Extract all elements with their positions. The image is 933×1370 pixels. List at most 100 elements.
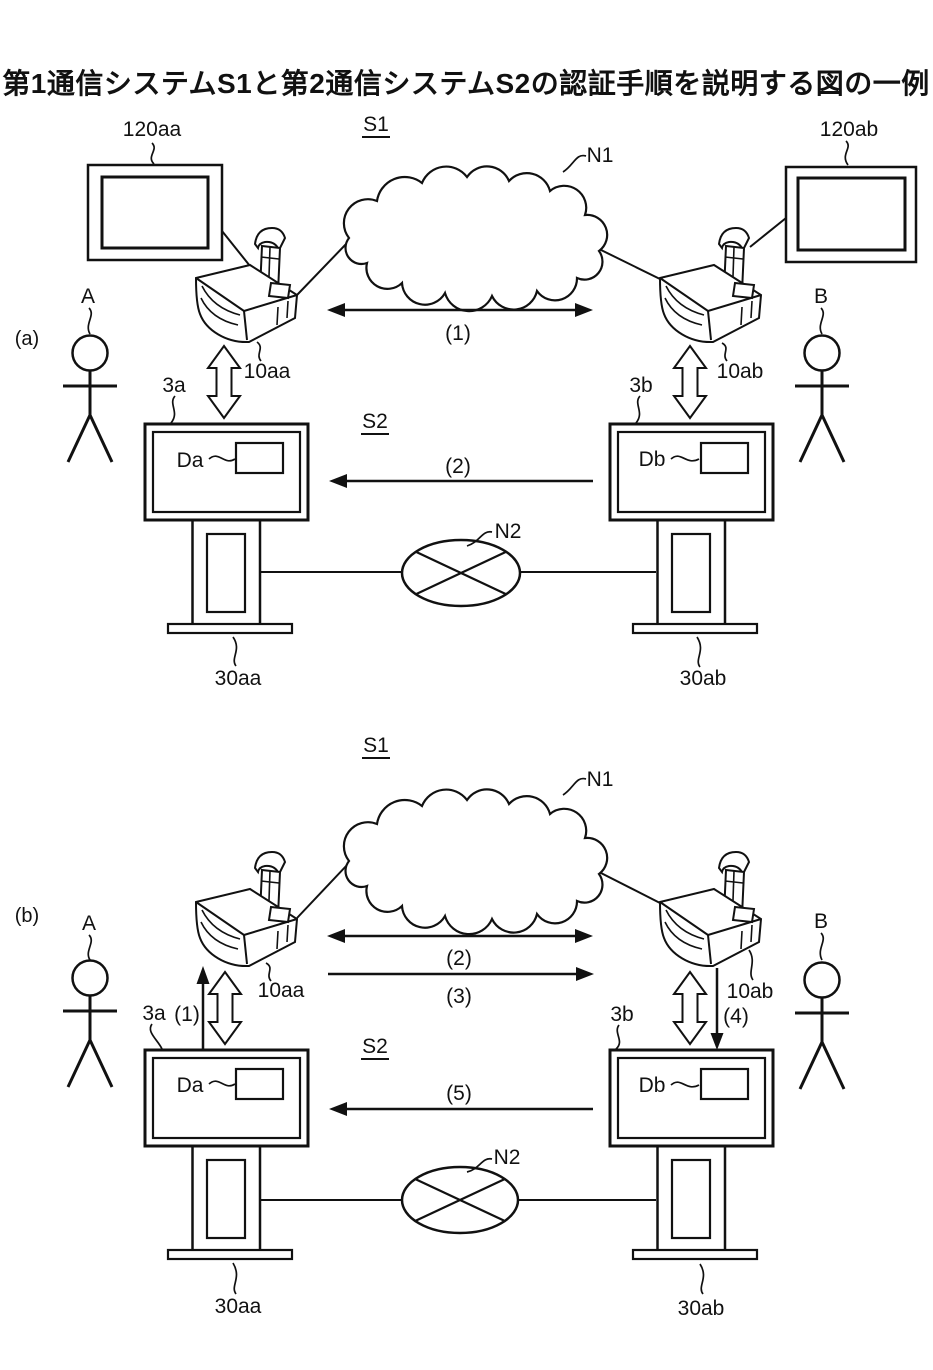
step2-label-a: (2) (445, 455, 471, 478)
terminal-left-label-b: 10aa (258, 979, 305, 1002)
stand-right-leader-a (696, 636, 702, 668)
cloud-n1-a (342, 165, 609, 313)
data-right-leader-a (670, 455, 700, 462)
user-right-label-b: B (814, 910, 828, 933)
step2-arrowhead-a (329, 474, 347, 488)
user-left-leader-a (87, 307, 93, 335)
cloud-terminal-link-right-b (598, 871, 661, 904)
terminal-left-leader-b (265, 962, 272, 982)
system2-label-b: S2 (362, 1035, 388, 1058)
terminal-right-leader-a (721, 342, 728, 362)
stand-left-leader-b (232, 1262, 238, 1295)
terminal-right-a (659, 227, 762, 344)
tv-left-leader-a (150, 142, 155, 165)
display-right-label-b: 3b (610, 1003, 633, 1026)
step1-arrowhead-left-a (327, 303, 345, 317)
step3-arrowhead-b (576, 967, 594, 981)
terminal-right-label-b: 10ab (727, 980, 774, 1003)
display-right-leader-b (615, 1024, 621, 1050)
stand-right-label-a: 30ab (680, 667, 727, 690)
network1-leader-b (562, 777, 587, 796)
terminal-left-b (195, 851, 298, 968)
network2-leader-b (466, 1158, 493, 1173)
updown-arrow-left-b (208, 971, 242, 1045)
display-station-left-b (143, 1048, 310, 1261)
network2-label-a: N2 (495, 520, 522, 543)
user-right-leader-a (819, 307, 825, 335)
tv-right-a (784, 165, 918, 264)
system1-label-a: S1 (363, 113, 389, 136)
step4-label-b: (4) (723, 1005, 749, 1028)
panel-a-label: (a) (15, 328, 39, 350)
system1-label-b: S1 (363, 734, 389, 757)
stand-right-leader-b (699, 1263, 705, 1295)
step2-arrowhead-right-b (575, 929, 593, 943)
network1-label-a: N1 (587, 144, 614, 167)
user-right-leader-b (819, 932, 825, 961)
user-left-label-b: A (82, 912, 96, 935)
stand-left-label-a: 30aa (215, 667, 262, 690)
step2-label-b: (2) (446, 947, 472, 970)
panel-a: (a) S1 S2 N1 120aa 120ab 10aa 10ab (15, 113, 918, 690)
data-right-label-a: Db (639, 448, 666, 471)
stand-left-label-b: 30aa (215, 1295, 262, 1318)
display-station-right-a (608, 422, 775, 635)
terminal-left-leader-a (256, 341, 262, 362)
terminal-right-label-a: 10ab (717, 360, 764, 383)
panel-b: (b) S1 S2 N1 10aa 10ab (2) (3) (1) (15, 734, 851, 1320)
data-right-label-b: Db (639, 1074, 666, 1097)
data-right-leader-b (670, 1081, 700, 1088)
updown-arrow-right-a (673, 345, 707, 419)
tv-terminal-link-left-a (221, 230, 251, 267)
cloud-terminal-link-right-a (598, 248, 661, 280)
display-right-leader-a (635, 395, 641, 424)
terminal-cloud-link-left-a (296, 241, 349, 296)
step3-label-b: (3) (446, 985, 472, 1008)
data-left-label-a: Da (177, 449, 204, 472)
network2-a (261, 538, 656, 608)
system2-label-a: S2 (362, 410, 388, 433)
user-right-label-a: B (814, 285, 828, 308)
terminal-left-label-a: 10aa (244, 360, 291, 383)
cloud-n1-b (342, 788, 609, 936)
display-left-leader-a (170, 395, 176, 424)
tv-right-leader-a (844, 140, 849, 166)
network2-b (261, 1165, 656, 1235)
network2-label-b: N2 (494, 1146, 521, 1169)
network1-leader-a (562, 154, 587, 173)
figure-title: 第1通信システムS1と第2通信システムS2の認証手順を説明する図の一例 (2, 67, 929, 99)
data-left-leader-b (208, 1080, 236, 1087)
step4-arrowhead-b (710, 1033, 724, 1050)
tv-left-label-a: 120aa (123, 118, 182, 141)
display-right-label-a: 3b (629, 374, 652, 397)
step5-label-b: (5) (446, 1082, 472, 1105)
network1-label-b: N1 (587, 768, 614, 791)
tv-left-a (86, 163, 224, 262)
step5-arrowhead-b (329, 1102, 347, 1116)
display-left-label-a: 3a (162, 374, 186, 397)
terminal-right-leader-b (748, 949, 754, 981)
user-left-label-a: A (81, 285, 95, 308)
panel-b-label: (b) (15, 905, 39, 927)
display-left-label-b: 3a (142, 1002, 166, 1025)
display-station-right-b (608, 1048, 775, 1261)
step2-arrowhead-left-b (327, 929, 345, 943)
stand-right-label-b: 30ab (678, 1297, 725, 1320)
network2-leader-a (466, 531, 493, 547)
terminal-right-b (659, 851, 762, 968)
display-station-left-a (143, 422, 310, 635)
step1-label-b: (1) (174, 1003, 200, 1026)
updown-arrow-left-a (207, 345, 241, 419)
terminal-cloud-link-left-b (296, 863, 349, 919)
display-left-leader-b (149, 1023, 163, 1050)
user-right-figure-a (793, 334, 851, 464)
user-left-figure-a (61, 334, 119, 464)
user-left-figure-b (61, 959, 119, 1089)
data-left-label-b: Da (177, 1074, 204, 1097)
user-right-figure-b (793, 961, 851, 1091)
terminal-tv-link-right-a (749, 217, 787, 248)
user-left-leader-b (87, 934, 93, 961)
step1-arrowhead-b (196, 966, 210, 984)
